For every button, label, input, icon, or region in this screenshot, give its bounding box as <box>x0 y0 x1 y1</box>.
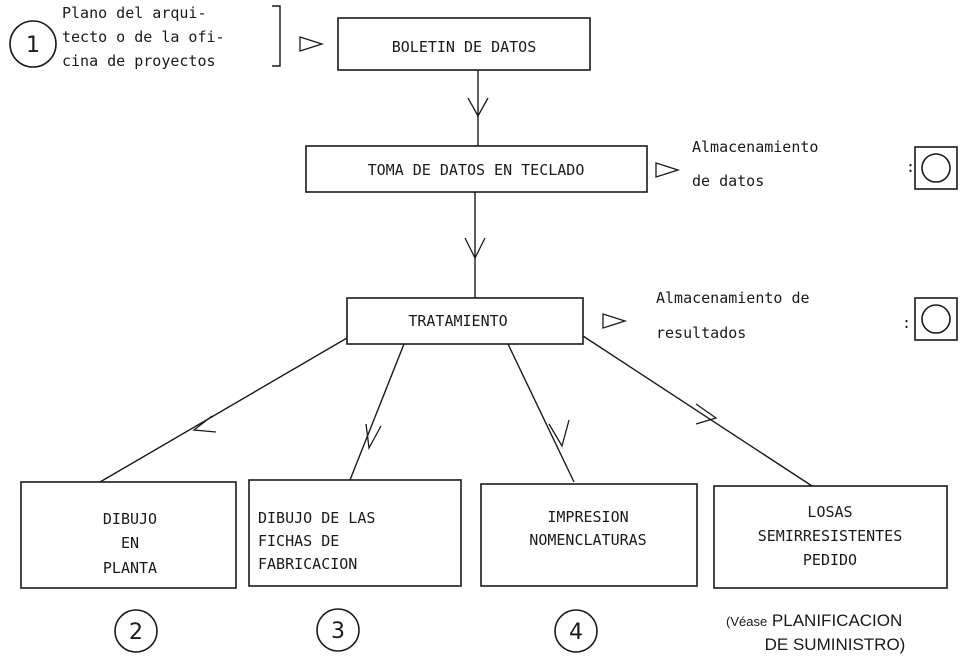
tratamiento-box <box>346 297 584 345</box>
step-marker-1-label: 1 <box>26 33 40 58</box>
step-marker-1 <box>9 20 57 68</box>
arrow-icon <box>548 419 570 448</box>
input-arrow-icon <box>299 36 325 52</box>
toma-datos-label: TOMA DE DATOS EN TECLADO <box>368 161 585 179</box>
disk-storage-icon-inner <box>921 304 951 334</box>
dibujo-planta-line-2: EN <box>121 534 139 552</box>
losas-line-3: PEDIDO <box>803 551 857 569</box>
connector-to-impresion <box>507 343 575 483</box>
input-bracket <box>272 5 281 67</box>
impresion-line-2: NOMENCLATURAS <box>529 531 646 549</box>
almacenamiento-datos-line-2: de datos <box>692 172 764 190</box>
disk-storage-icon-inner <box>921 153 951 183</box>
arrow-icon <box>192 415 217 433</box>
boletin-label: BOLETIN DE DATOS <box>392 38 537 56</box>
boletin-box <box>337 17 591 71</box>
arrow-down-icon <box>464 237 486 260</box>
input-note-line-2: tecto o de la ofi- <box>62 28 225 46</box>
step-marker-3 <box>316 608 360 652</box>
step-marker-3-label: 3 <box>331 619 345 644</box>
planificacion-note-line-1: (Véase PLANIFICACION <box>726 611 902 630</box>
step-marker-2-label: 2 <box>129 620 143 645</box>
losas-line-2: SEMIRRESISTENTES <box>758 527 903 545</box>
storage-colon: : <box>906 158 915 176</box>
connector-to-dibujo-fichas <box>349 343 405 481</box>
input-note-line-1: Plano del arqui- <box>62 4 207 22</box>
planificacion-note-line-2: DE SUMINISTRO) <box>765 635 906 654</box>
storage-colon: : <box>902 314 911 332</box>
impresion-line-1: IMPRESION <box>547 508 628 526</box>
impresion-box <box>480 483 698 587</box>
dibujo-fichas-line-2: FICHAS DE <box>258 532 339 550</box>
dibujo-fichas-box <box>248 479 462 587</box>
arrow-icon <box>695 403 718 425</box>
arrow-down-icon <box>467 97 489 118</box>
planificacion-note-rest: PLANIFICACION <box>767 611 902 630</box>
connector-to-losas <box>582 335 813 487</box>
arrow-icon <box>365 423 382 451</box>
planificacion-note-small: (Véase <box>726 614 767 629</box>
input-source: 1 Plano del arqui- tecto o de la ofi- ci… <box>9 4 325 70</box>
dibujo-planta-box <box>20 481 237 589</box>
dibujo-planta-line-1: DIBUJO <box>103 510 157 528</box>
almacenamiento-resultados-line-1: Almacenamiento de <box>656 289 810 307</box>
dibujo-planta-line-3: PLANTA <box>103 559 157 577</box>
dibujo-fichas-line-3: FABRICACION <box>258 555 357 573</box>
almacenamiento-datos-line-1: Almacenamiento <box>692 138 818 156</box>
step-marker-4 <box>554 609 598 653</box>
step-marker-4-label: 4 <box>569 620 583 645</box>
input-note-line-3: cina de proyectos <box>62 52 216 70</box>
storage-arrow-icon <box>655 162 681 178</box>
dibujo-fichas-line-1: DIBUJO DE LAS <box>258 509 375 527</box>
losas-box <box>713 485 948 589</box>
disk-storage-icon <box>914 297 958 341</box>
tratamiento-label: TRATAMIENTO <box>408 312 507 330</box>
connector-to-dibujo-planta <box>99 337 348 483</box>
almacenamiento-resultados-line-2: resultados <box>656 324 746 342</box>
toma-datos-box <box>305 145 648 193</box>
disk-storage-icon <box>914 146 958 190</box>
losas-line-1: LOSAS <box>807 503 852 521</box>
step-marker-2 <box>114 609 158 653</box>
storage-arrow-icon <box>602 313 628 329</box>
